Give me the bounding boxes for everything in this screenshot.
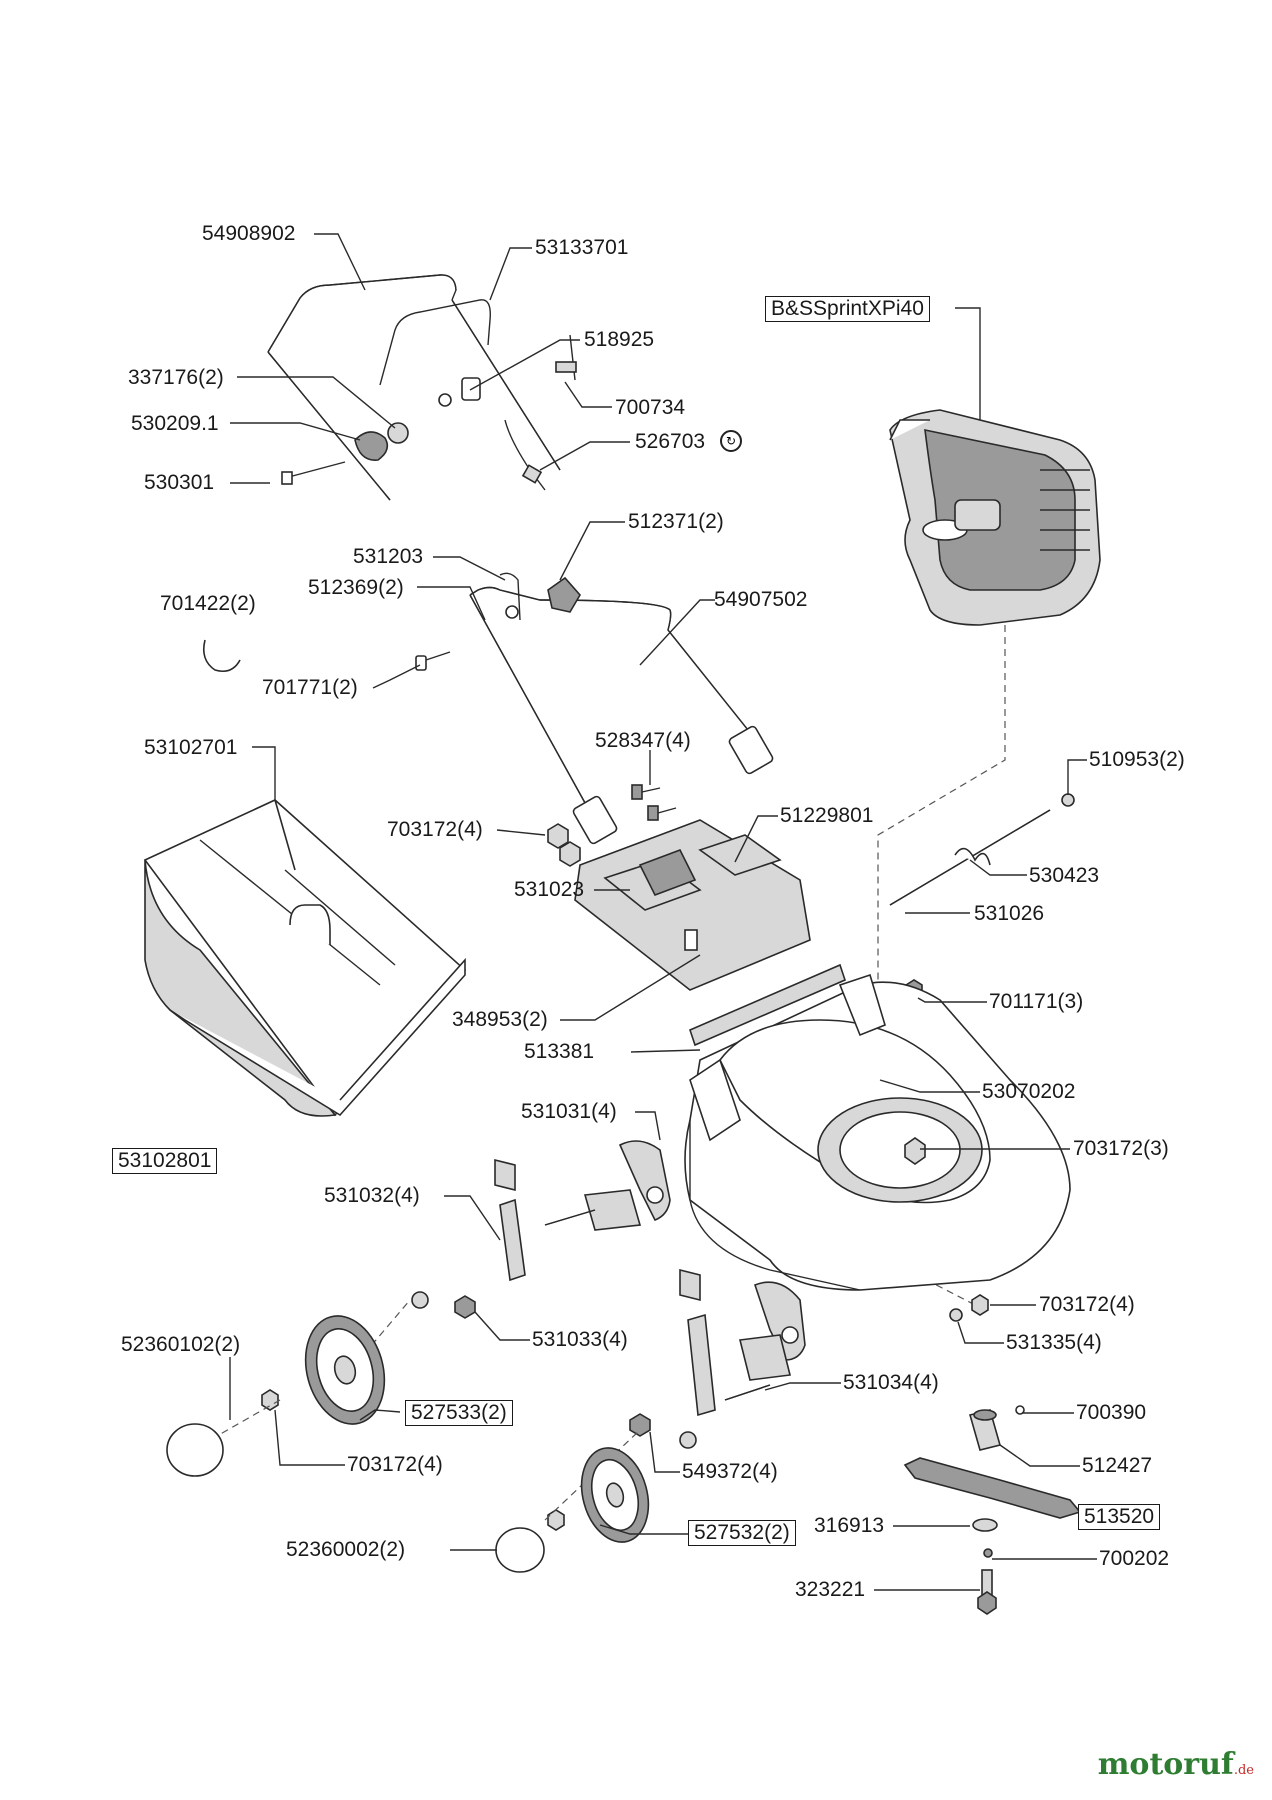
part-label: 531026: [974, 902, 1045, 925]
part-label: 549372(4): [682, 1460, 778, 1483]
part-label: 323221: [795, 1578, 866, 1601]
axle-bracket-part: [494, 1140, 806, 1417]
part-label: 513381: [524, 1040, 595, 1063]
hinge-rod-part: [689, 963, 846, 1047]
part-label: 530209.1: [131, 412, 219, 435]
part-label: 531203: [353, 545, 424, 568]
part-label: 53102701: [144, 736, 238, 759]
part-label: 510953(2): [1089, 748, 1185, 771]
brand-logo: motoruf.de: [1097, 1747, 1254, 1782]
part-label: 53070202: [982, 1080, 1076, 1103]
front-wheel-part: [580, 1447, 650, 1543]
part-label: 701771(2): [262, 676, 358, 699]
rear-wheel-part: [304, 1315, 386, 1425]
part-label: 531034(4): [843, 1371, 939, 1394]
part-label: 703172(4): [387, 818, 483, 841]
hub-cap-part: [495, 1527, 545, 1573]
blade-part: [903, 1405, 1082, 1615]
part-label: 700734: [615, 396, 686, 419]
part-label: 531023: [514, 878, 585, 901]
nut-part: [547, 823, 581, 867]
hub-cap-part: [166, 1423, 224, 1477]
retaining-clip-part: [202, 639, 241, 673]
cable-clip-part: [438, 334, 577, 407]
bail-lever-part: [379, 299, 491, 386]
catcher-label: 53102801: [112, 1148, 218, 1174]
part-label: 703172(3): [1073, 1137, 1169, 1160]
part-label: 530423: [1029, 864, 1100, 887]
part-label: 703172(4): [347, 1453, 443, 1476]
part-label: 700390: [1076, 1401, 1147, 1424]
mower-deck-part: [684, 973, 1071, 1291]
part-label: 701422(2): [160, 592, 256, 615]
screw-part: [415, 651, 451, 671]
part-label: 337176(2): [128, 366, 224, 389]
washer-part: [261, 1291, 989, 1531]
grass-catcher-part: [143, 799, 467, 1117]
part-label: 53133701: [535, 236, 629, 259]
cable-part: [504, 419, 546, 491]
upper-handle-part: [267, 274, 561, 501]
part-label: 531033(4): [532, 1328, 628, 1351]
part-label: 701171(3): [989, 990, 1084, 1013]
blade-label: 513520: [1078, 1504, 1161, 1530]
part-label: 531032(4): [324, 1184, 420, 1207]
part-label: 512371(2): [628, 510, 724, 533]
part-label: 51229801: [780, 804, 874, 827]
handle-knob-part: [281, 422, 409, 485]
part-label: 530301: [144, 471, 215, 494]
part-label: 703172(4): [1039, 1293, 1135, 1316]
rear-wheel-label: 527533(2): [405, 1400, 513, 1426]
lower-handle-part: [469, 572, 774, 845]
bolt-part: [631, 784, 677, 821]
front-wheel-label: 527532(2): [688, 1520, 796, 1546]
part-label: 518925: [584, 328, 655, 351]
part-label: 54907502: [714, 588, 808, 611]
part-label: 348953(2): [452, 1008, 548, 1031]
part-label: 52360002(2): [286, 1538, 406, 1561]
part-label: 54908902: [202, 222, 296, 245]
part-label: 531335(4): [1006, 1331, 1102, 1354]
part-label: 700202: [1099, 1547, 1170, 1570]
part-label: 52360102(2): [121, 1333, 241, 1356]
part-label: 316913: [814, 1514, 885, 1537]
part-label: 512427: [1082, 1454, 1153, 1477]
engine-label: B&SSprintXPi40: [765, 296, 930, 322]
part-label: 526703: [635, 430, 706, 453]
engine-part: [889, 409, 1101, 626]
part-label: 528347(4): [595, 729, 691, 752]
rear-flap-part: [574, 819, 811, 991]
height-rod-part: [889, 793, 1075, 906]
recycle-icon: ↻: [720, 430, 742, 452]
part-label: 531031(4): [521, 1100, 617, 1123]
part-label: 512369(2): [308, 576, 404, 599]
